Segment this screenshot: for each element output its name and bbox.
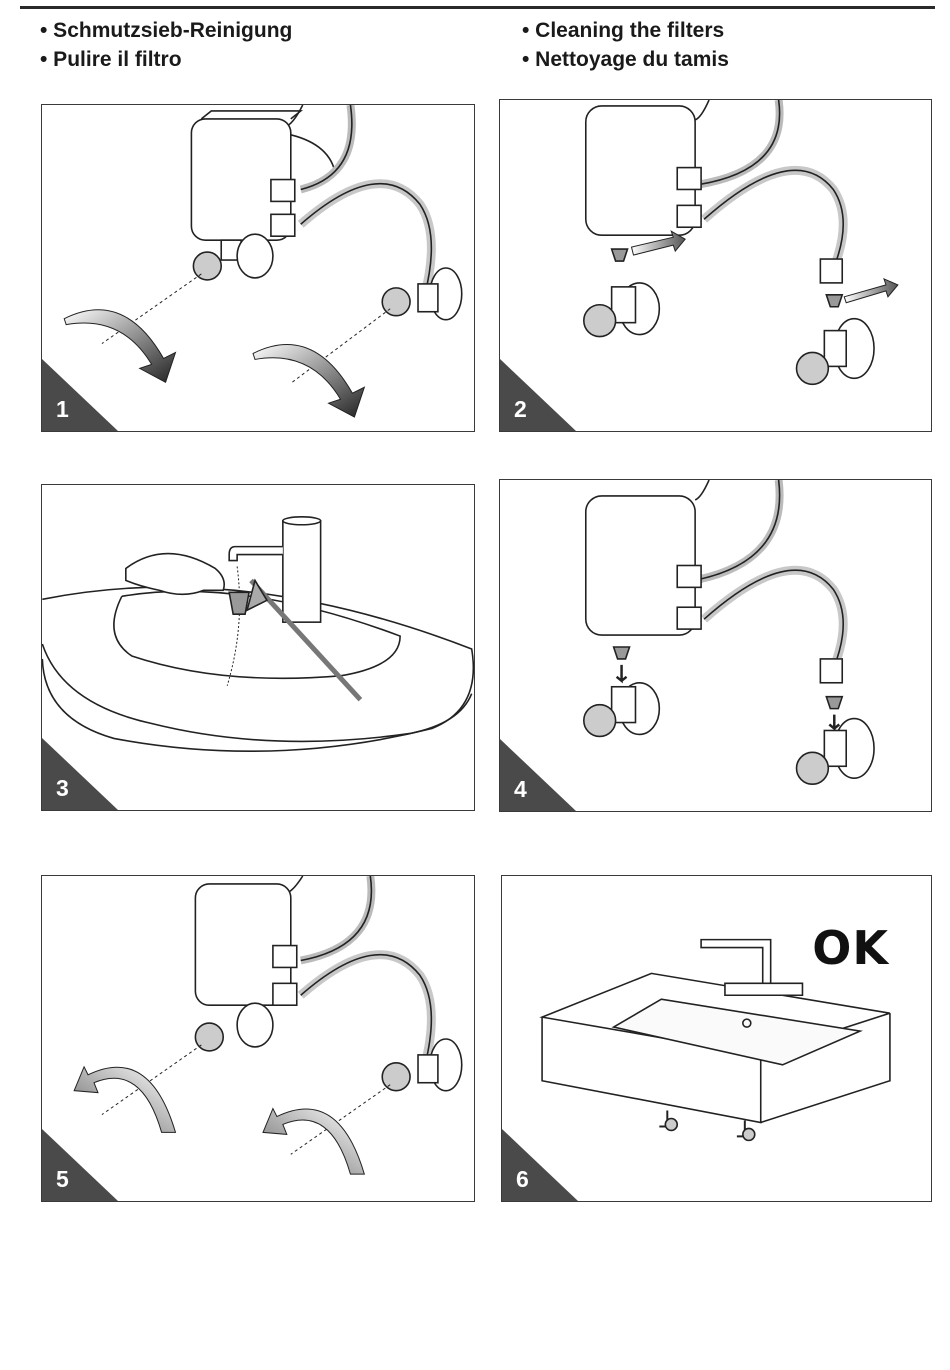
step-panel-1: 1 <box>41 104 475 432</box>
heading-right: • Cleaning the filters • Nettoyage du ta… <box>522 16 729 74</box>
step-badge: 2 <box>500 359 576 431</box>
step-badge: 4 <box>500 739 576 811</box>
step-badge: 3 <box>42 738 118 810</box>
step-panel-2: 2 <box>499 99 932 432</box>
heading-left: • Schmutzsieb-Reinigung • Pulire il filt… <box>40 16 292 74</box>
step-badge: 6 <box>502 1129 578 1201</box>
ok-label: OK <box>812 921 889 975</box>
step-number: 1 <box>56 396 69 423</box>
heading-fr: • Nettoyage du tamis <box>522 45 729 74</box>
step-panel-5: 5 <box>41 875 475 1202</box>
top-rule <box>20 6 935 9</box>
step-badge: 5 <box>42 1129 118 1201</box>
heading-de: • Schmutzsieb-Reinigung <box>40 16 292 45</box>
step-panel-6: OK 6 <box>501 875 932 1202</box>
heading-it: • Pulire il filtro <box>40 45 292 74</box>
step-number: 3 <box>56 775 69 802</box>
step-panel-4: 4 <box>499 479 932 812</box>
step-number: 6 <box>516 1166 529 1193</box>
step-number: 4 <box>514 776 527 803</box>
step-panel-3: 3 <box>41 484 475 811</box>
step-number: 5 <box>56 1166 69 1193</box>
step-number: 2 <box>514 396 527 423</box>
step-badge: 1 <box>42 359 118 431</box>
heading-en: • Cleaning the filters <box>522 16 729 45</box>
